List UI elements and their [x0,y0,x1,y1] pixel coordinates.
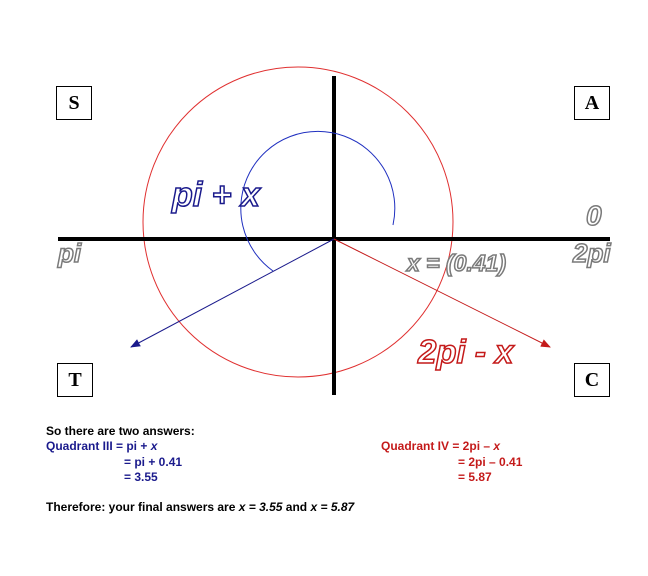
final-x1-value: = 3.55 [245,500,283,514]
quadrant-iii-arrow [130,238,335,348]
intro-text: So there are two answers: [46,424,195,438]
quadrant-iii-line2: = pi + 0.41 [124,455,183,469]
quadrant-iv-arrow [333,238,551,348]
quadrant-iii-var: x [150,439,158,453]
final-x2-var: x [310,500,318,514]
two-pi-label: 2pi [572,237,611,269]
quadrant-iii-label: Quadrant III = pi + [46,439,151,453]
quadrant-iv-line2: = 2pi – 0.41 [458,455,523,469]
final-mid: and [282,500,311,514]
pi-label: pi [57,237,82,269]
quadrant-iv-var: x [493,439,501,453]
final-x1-var: x [238,500,246,514]
zero-label: 0 [585,199,602,232]
quadrant-a-box: A [574,86,610,120]
quadrant-iv-line3: = 5.87 [458,470,492,484]
final-prefix: Therefore: your final answers are [46,500,239,514]
pi-plus-x-arc [240,130,396,272]
quadrant-c-box: C [574,363,610,397]
x-value-label: x = (0.41) [406,249,507,277]
quadrant-iv-label: Quadrant IV = 2pi – [381,439,494,453]
final-x2-value: = 5.87 [317,500,355,514]
quadrant-iv-line1: Quadrant IV = 2pi – x [381,439,500,453]
two-pi-minus-x-label: 2pi - x [417,332,514,371]
outer-circle [142,66,454,378]
final-answer-text: Therefore: your final answers are x = 3.… [46,500,354,514]
quadrant-s-box: S [56,86,92,120]
quadrant-iii-line1: Quadrant III = pi + x [46,439,157,453]
quadrant-t-box: T [57,363,93,397]
quadrant-iii-line3: = 3.55 [124,470,158,484]
pi-plus-x-label: pi + x [171,175,260,215]
